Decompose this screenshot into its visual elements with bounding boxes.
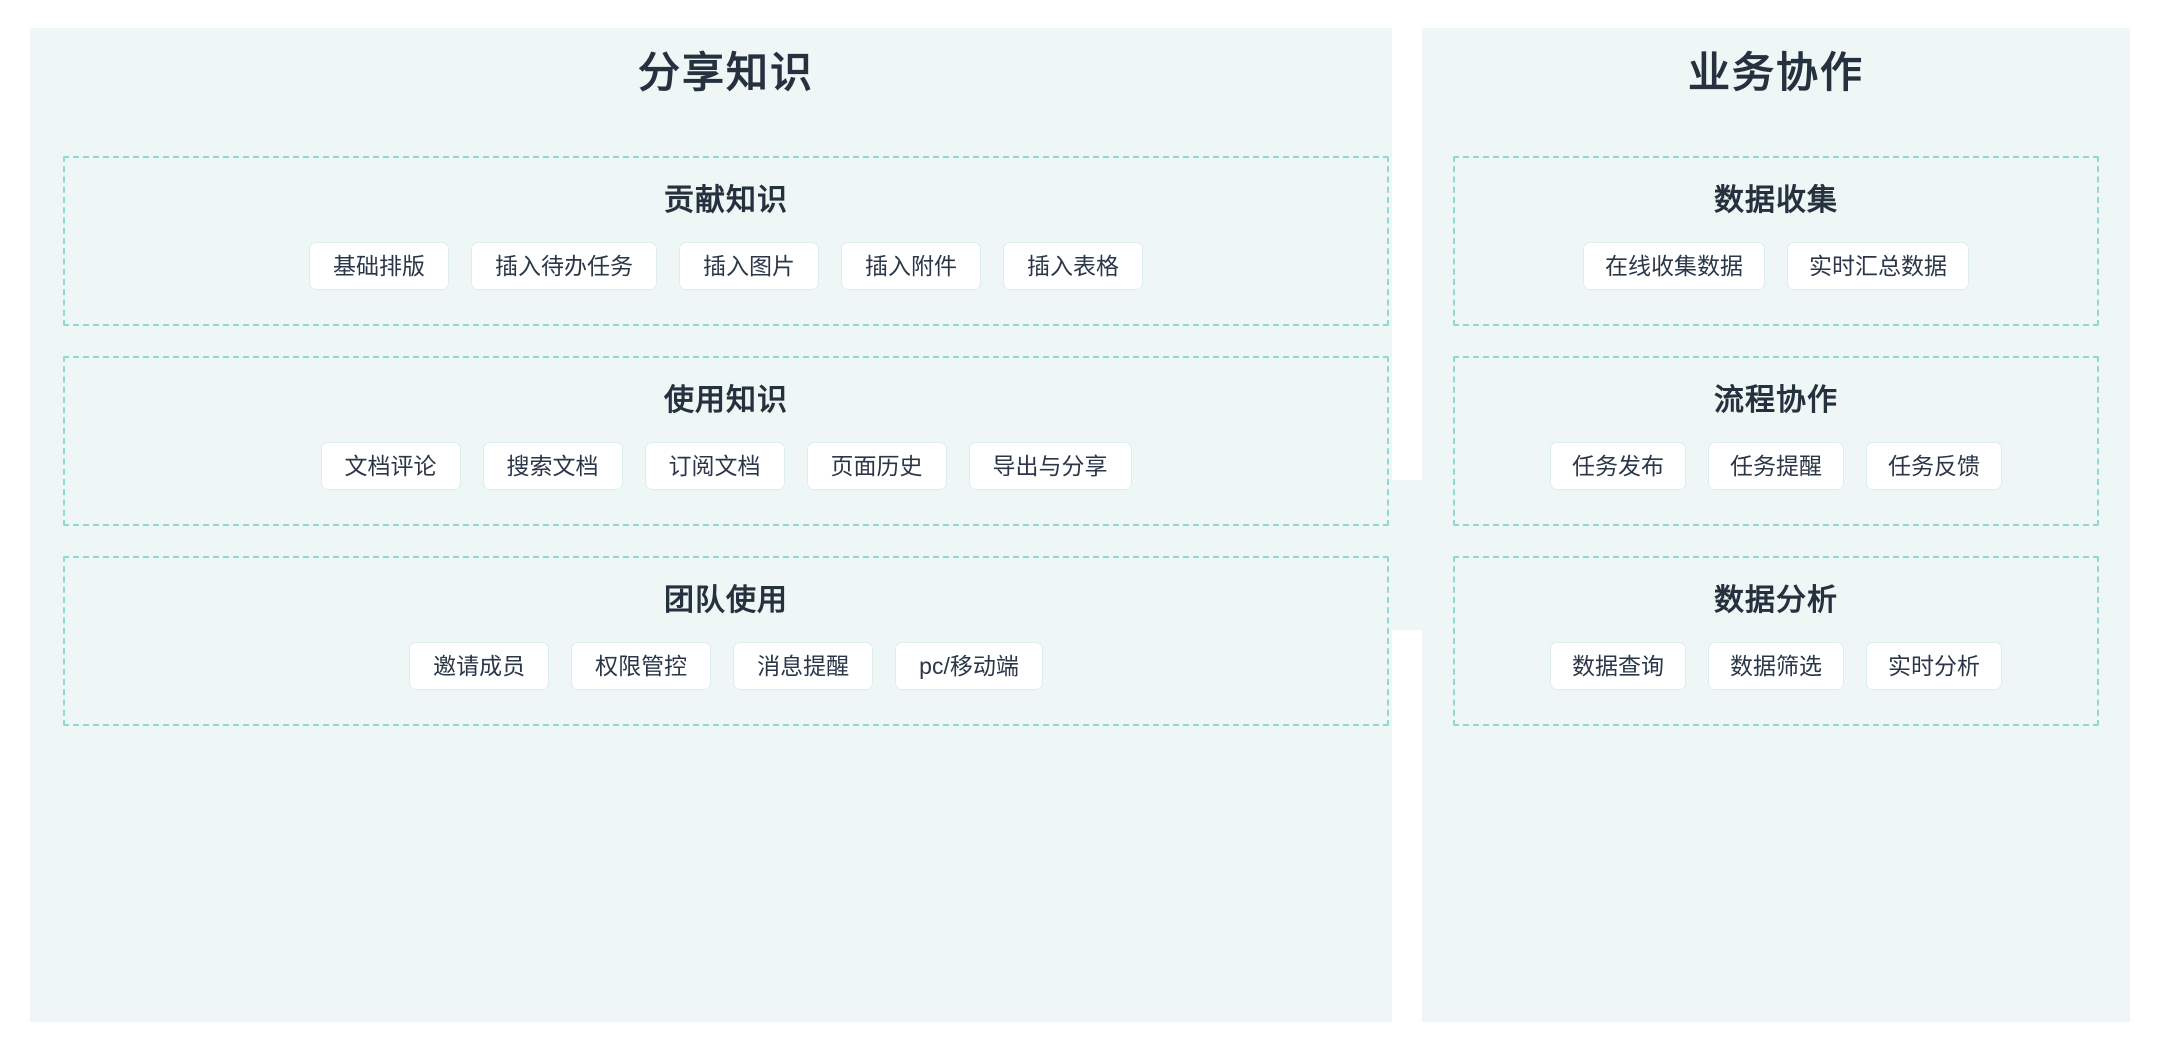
column-title-business-collaboration: 业务协作 xyxy=(1687,49,1864,96)
group-title-team-usage: 团队使用 xyxy=(664,584,788,617)
column-share-knowledge: 分享知识 贡献知识 基础排版 插入待办任务 插入图片 插入附件 插入表格 使用知… xyxy=(30,0,1422,1050)
group-use-knowledge: 使用知识 文档评论 搜索文档 订阅文档 页面历史 导出与分享 xyxy=(63,356,1389,526)
group-title-contribute-knowledge: 贡献知识 xyxy=(664,184,788,217)
chip-basic-typesetting[interactable]: 基础排版 xyxy=(309,242,449,290)
chip-row-contribute-knowledge: 基础排版 插入待办任务 插入图片 插入附件 插入表格 xyxy=(65,242,1387,290)
chip-insert-table[interactable]: 插入表格 xyxy=(1003,242,1143,290)
chip-message-reminder[interactable]: 消息提醒 xyxy=(733,642,874,690)
chip-search-document[interactable]: 搜索文档 xyxy=(482,442,623,490)
panel-separator-upper xyxy=(1392,28,1422,480)
chip-row-data-collection: 在线收集数据 实时汇总数据 xyxy=(1455,242,2097,290)
chip-insert-todo-task[interactable]: 插入待办任务 xyxy=(471,242,657,290)
chip-insert-image[interactable]: 插入图片 xyxy=(679,242,819,290)
group-title-data-analysis: 数据分析 xyxy=(1714,584,1838,617)
column-business-collaboration: 业务协作 数据收集 在线收集数据 实时汇总数据 流程协作 任务发布 任务提醒 任… xyxy=(1422,0,2130,1050)
chip-task-publish[interactable]: 任务发布 xyxy=(1550,442,1686,490)
chip-data-query[interactable]: 数据查询 xyxy=(1550,642,1686,690)
chip-row-data-analysis: 数据查询 数据筛选 实时分析 xyxy=(1455,642,2097,690)
group-title-use-knowledge: 使用知识 xyxy=(664,384,788,417)
chip-row-process-collaboration: 任务发布 任务提醒 任务反馈 xyxy=(1455,442,2097,490)
chip-page-history[interactable]: 页面历史 xyxy=(806,442,947,490)
group-team-usage: 团队使用 邀请成员 权限管控 消息提醒 pc/移动端 xyxy=(63,556,1389,726)
chip-insert-attachment[interactable]: 插入附件 xyxy=(841,242,981,290)
chip-export-and-share[interactable]: 导出与分享 xyxy=(968,442,1132,490)
chip-row-team-usage: 邀请成员 权限管控 消息提醒 pc/移动端 xyxy=(65,642,1387,690)
chip-invite-member[interactable]: 邀请成员 xyxy=(409,642,550,690)
group-process-collaboration: 流程协作 任务发布 任务提醒 任务反馈 xyxy=(1453,356,2099,526)
chip-data-filter[interactable]: 数据筛选 xyxy=(1708,642,1844,690)
chip-realtime-data-summary[interactable]: 实时汇总数据 xyxy=(1787,242,1969,290)
group-data-analysis: 数据分析 数据查询 数据筛选 实时分析 xyxy=(1453,556,2099,726)
chip-permission-control[interactable]: 权限管控 xyxy=(571,642,712,690)
group-title-process-collaboration: 流程协作 xyxy=(1714,384,1838,417)
chip-online-data-collection[interactable]: 在线收集数据 xyxy=(1583,242,1765,290)
panel-separator-lower xyxy=(1392,630,1422,1022)
chip-task-feedback[interactable]: 任务反馈 xyxy=(1866,442,2002,490)
chip-row-use-knowledge: 文档评论 搜索文档 订阅文档 页面历史 导出与分享 xyxy=(65,442,1387,490)
group-contribute-knowledge: 贡献知识 基础排版 插入待办任务 插入图片 插入附件 插入表格 xyxy=(63,156,1389,326)
column-title-share-knowledge: 分享知识 xyxy=(637,49,814,96)
chip-realtime-analysis[interactable]: 实时分析 xyxy=(1866,642,2002,690)
chip-task-reminder[interactable]: 任务提醒 xyxy=(1708,442,1844,490)
chip-document-comment[interactable]: 文档评论 xyxy=(320,442,461,490)
group-title-data-collection: 数据收集 xyxy=(1714,184,1838,217)
group-data-collection: 数据收集 在线收集数据 实时汇总数据 xyxy=(1453,156,2099,326)
chip-subscribe-document[interactable]: 订阅文档 xyxy=(644,442,785,490)
chip-pc-mobile[interactable]: pc/移动端 xyxy=(895,642,1043,690)
